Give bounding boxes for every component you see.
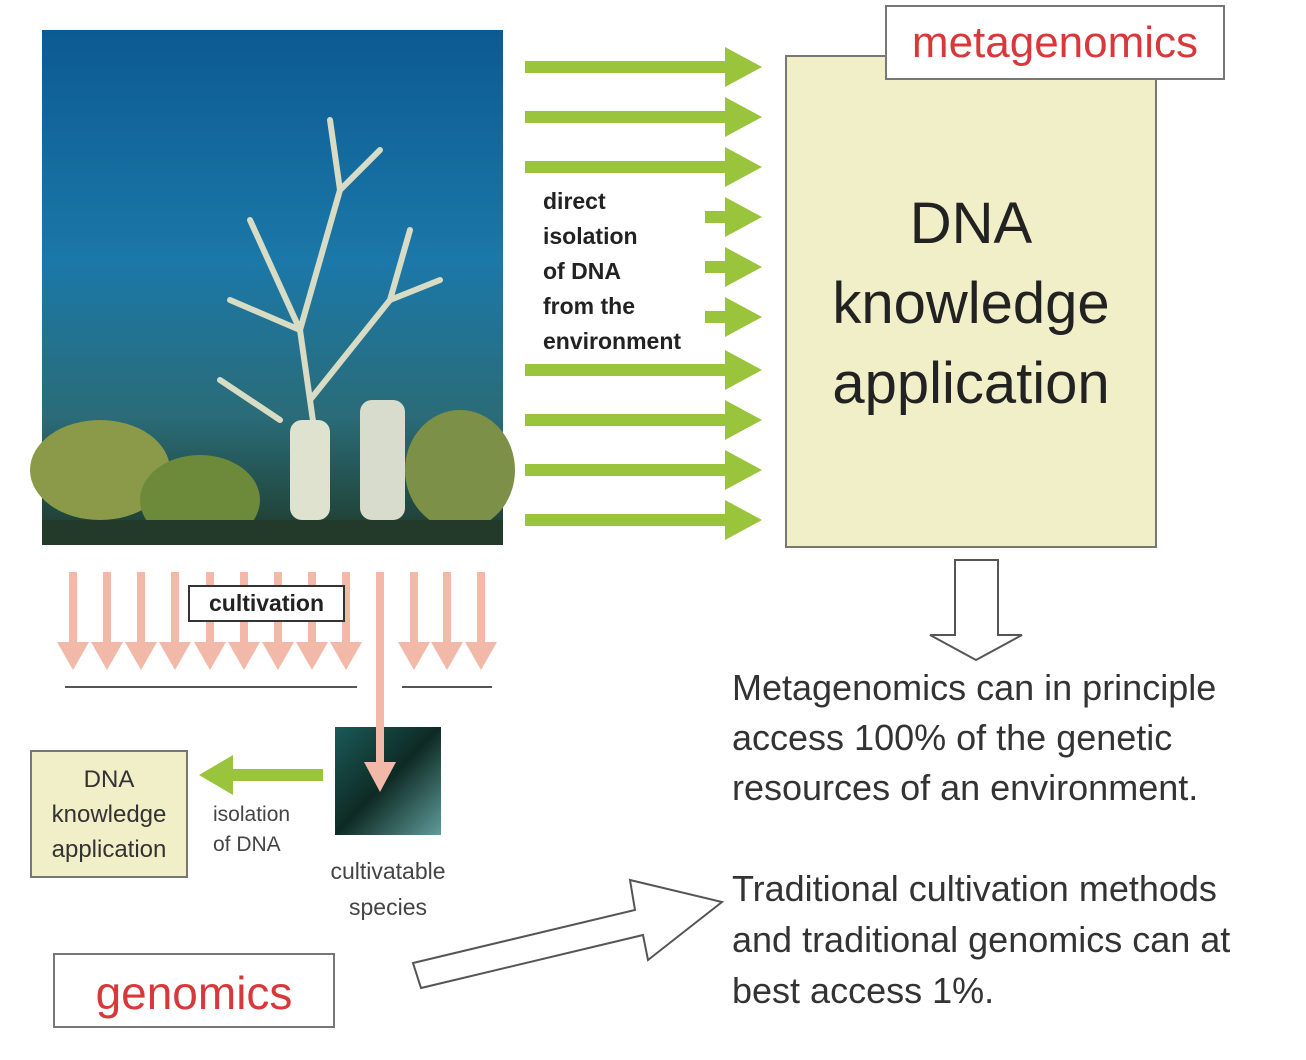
- text-line: of DNA: [543, 258, 621, 284]
- text-line: Metagenomics can in principle: [732, 667, 1217, 708]
- text-line: Traditional cultivation methods: [732, 868, 1217, 909]
- text-line: species: [349, 894, 427, 920]
- direct-isolation-text: direct isolation of DNA from the environ…: [543, 184, 681, 359]
- cultivation-label: cultivation: [208, 590, 324, 616]
- traditional-description: Traditional cultivation methods and trad…: [732, 863, 1230, 1016]
- text-line: best access 1%.: [732, 970, 995, 1011]
- small-box-text: DNA knowledge application: [30, 762, 188, 867]
- cultivatable-species-text: cultivatable species: [308, 853, 468, 925]
- big-box-line-3: application: [832, 351, 1110, 416]
- text-line: application: [51, 836, 167, 863]
- text-line: DNA: [83, 766, 135, 793]
- green-arrow: [705, 247, 762, 287]
- coral-reef-photo: [30, 30, 515, 545]
- metagenomics-label: metagenomics: [911, 18, 1199, 67]
- cultivation-label-box: [188, 585, 345, 622]
- green-arrow: [525, 350, 762, 390]
- text-line: knowledge: [51, 801, 167, 828]
- text-line: from the: [543, 293, 635, 319]
- genomics-label-box: [53, 953, 335, 1028]
- text-line: access 100% of the genetic: [732, 717, 1173, 758]
- text-line: of DNA: [213, 833, 281, 856]
- big-box-line-2: knowledge: [832, 271, 1110, 336]
- text-line: resources of an environment.: [732, 767, 1199, 808]
- hollow-diagonal-arrow: [411, 878, 725, 990]
- text-line: environment: [543, 328, 682, 354]
- text-line: isolation: [213, 803, 291, 826]
- green-arrow: [525, 500, 762, 540]
- text-line: and traditional genomics can at: [732, 919, 1231, 960]
- green-arrow: [525, 147, 762, 187]
- direct-isolation-arrows: [199, 47, 762, 795]
- green-arrow-left: [199, 755, 323, 795]
- cultivatable-species-photo: [335, 727, 441, 835]
- green-arrow: [525, 450, 762, 490]
- big-box-line-1: DNA: [909, 191, 1033, 256]
- text-line: isolation: [543, 223, 638, 249]
- metagenomics-label-box: [885, 5, 1225, 80]
- pink-arrow-long: [364, 572, 396, 792]
- green-arrow: [525, 400, 762, 440]
- green-arrow: [705, 197, 762, 237]
- green-arrow: [525, 97, 762, 137]
- text-line: direct: [543, 188, 606, 214]
- metagenomics-description: Metagenomics can in principle access 100…: [732, 663, 1216, 813]
- green-arrow: [525, 47, 762, 87]
- text-line: cultivatable: [330, 858, 446, 884]
- isolation-of-dna-text: isolation of DNA: [213, 800, 290, 860]
- hollow-down-arrow: [929, 559, 1023, 662]
- metagenomics-knowledge-box: [785, 55, 1157, 548]
- genomics-label: genomics: [95, 967, 293, 1019]
- genomics-knowledge-box: [30, 750, 188, 878]
- green-arrow: [705, 297, 762, 337]
